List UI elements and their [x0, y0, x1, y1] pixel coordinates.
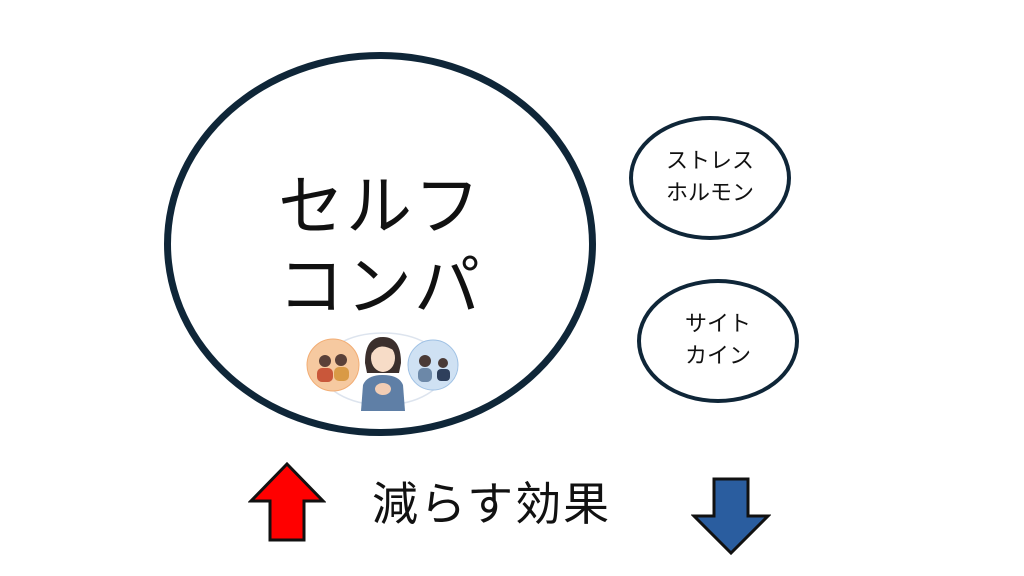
- cytokine-label-line-2: カイン: [684, 344, 751, 369]
- self-compassion-ellipse: セルフ コンパ: [164, 52, 596, 436]
- cytokine-label: サイト カイン: [641, 309, 795, 373]
- self-compassion-label-line-1: セルフ: [278, 168, 482, 245]
- reduction-effect-caption: 減らす効果: [372, 477, 612, 531]
- cytokine-ellipse: サイト カイン: [637, 279, 799, 403]
- stress-hormone-label-line-1: ストレス: [665, 149, 754, 174]
- self-compassion-people-illustration: [306, 332, 459, 411]
- self-compassion-label-line-2: コンパ: [278, 248, 482, 325]
- stress-hormone-label: ストレス ホルモン: [633, 146, 787, 210]
- stress-hormone-ellipse: ストレス ホルモン: [629, 116, 791, 240]
- up-arrow-icon: [248, 461, 326, 542]
- down-arrow-icon: [691, 477, 771, 556]
- self-compassion-label: セルフ コンパ: [171, 167, 589, 327]
- cytokine-label-line-1: サイト: [684, 312, 751, 337]
- stress-hormone-label-line-2: ホルモン: [665, 181, 754, 206]
